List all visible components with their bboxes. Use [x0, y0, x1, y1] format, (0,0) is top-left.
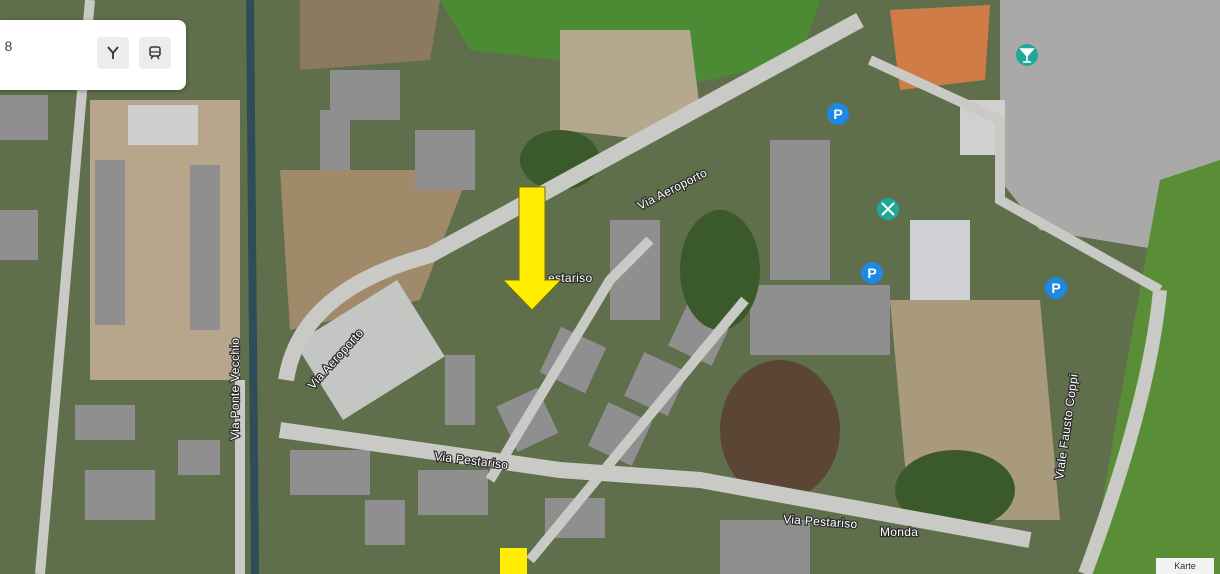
street-label-via-pestariso-2: Via Pestariso — [783, 512, 858, 531]
parking-label: P — [1051, 280, 1060, 296]
dirt-lot — [280, 170, 470, 330]
clay-court — [890, 5, 990, 90]
search-panel: › 8 — [0, 20, 186, 90]
location-arrow-partial — [500, 548, 527, 574]
parking-marker[interactable]: P — [1045, 277, 1067, 299]
parking-label: P — [867, 265, 876, 281]
cocktail-icon — [1019, 48, 1035, 63]
map-attribution[interactable]: Karte — [1156, 558, 1214, 574]
parking-label: P — [833, 106, 842, 122]
search-input[interactable]: › 8 — [0, 38, 13, 54]
roads — [35, 0, 1167, 574]
transit-button[interactable] — [139, 37, 171, 69]
restaurant-marker[interactable] — [877, 198, 899, 220]
transit-train-icon — [149, 46, 161, 60]
parking-marker[interactable]: P — [827, 103, 849, 125]
parking-marker[interactable]: P — [861, 262, 883, 284]
dirt-field — [560, 30, 700, 140]
street-label-monda: Monda — [880, 525, 918, 539]
route-fork-icon — [107, 46, 119, 59]
fork-knife-icon — [881, 202, 895, 216]
route-button[interactable] — [97, 37, 129, 69]
bar-cocktail-marker[interactable] — [1016, 44, 1038, 66]
location-arrow — [501, 186, 563, 311]
street-label-via-ponte-vecchio: Via Ponte Vecchio — [228, 338, 242, 440]
dirt-area-top — [300, 0, 440, 70]
stream — [246, 0, 259, 574]
